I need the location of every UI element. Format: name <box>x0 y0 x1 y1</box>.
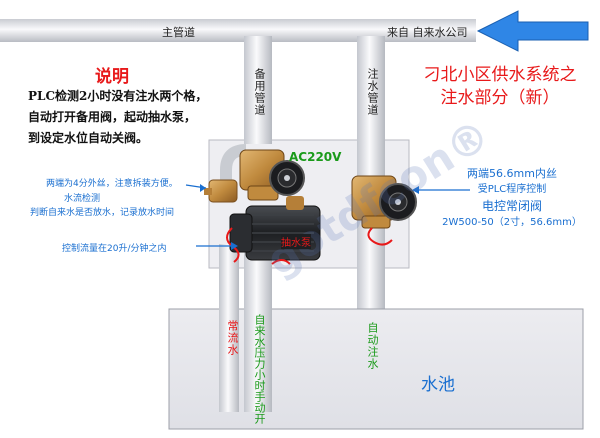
notes-body: PLC检测2小时没有注水两个格， 自动打开备用阀，起动抽水泵， 到设定水位自动关… <box>28 86 207 149</box>
injection-solenoid-valve <box>351 175 417 229</box>
main-pipe-label: 主管道 <box>162 26 195 39</box>
valve-spec-fitting: 两端56.6mm内丝 <box>467 167 557 180</box>
valve-spec-model: 2W500-50（2寸，56.6mm） <box>442 217 582 228</box>
injection-pipe-label: 注水管道 <box>366 68 379 116</box>
manual-valve-pipe <box>244 240 272 412</box>
valve-spec-plc: 受PLC程序控制 <box>477 184 547 195</box>
fitting-arrowhead <box>200 184 206 192</box>
bypass-elbow <box>220 144 247 200</box>
flow-meter-inlet <box>204 188 212 195</box>
normal-flow-label: 常流水 <box>226 320 239 356</box>
normal-flow-pipe <box>219 244 239 412</box>
notes-line-2: 自动打开备用阀，起动抽水泵， <box>28 110 197 124</box>
flow-rate-note: 控制流量在20升/分钟之内 <box>62 244 167 254</box>
water-source-arrow <box>476 10 589 52</box>
auto-injection-label: 自动注水 <box>366 322 379 370</box>
flow-check-label: 水流检测 <box>64 194 101 204</box>
wire-right <box>367 227 393 246</box>
ac-voltage-label: AC220V <box>289 150 342 164</box>
backup-solenoid-valve <box>239 149 305 201</box>
tank-label: 水池 <box>421 375 455 395</box>
wire-pump <box>271 259 291 265</box>
fitting-note: 两端为4分外丝，注意拆装方便。 <box>46 179 178 189</box>
valve-spec: 两端56.6mm内丝 受PLC程序控制 电控常闭阀 2W500-50（2寸，56… <box>424 166 600 231</box>
flowrate-arrowhead <box>231 242 238 250</box>
pump-label: 抽水泵 <box>281 234 311 249</box>
notes-line-1: PLC检测2小时没有注水两个格， <box>28 89 208 103</box>
diagram-title: 刁北小区供水系统之 注水部分（新） <box>402 64 598 110</box>
manual-valve-label: 自来水压力小时手动开 <box>253 314 266 424</box>
valve-spec-arrowhead <box>412 186 419 194</box>
notes-line-3: 到设定水位自动关阀。 <box>28 131 149 145</box>
title-line-1: 刁北小区供水系统之 <box>423 65 577 85</box>
water-source-label: 来自 自来水公司 <box>387 26 468 39</box>
notes-heading: 说明 <box>95 67 129 87</box>
backup-pipe-label: 备用管道 <box>253 68 266 116</box>
flow-check-desc: 判断自来水是否放水，记录放水时间 <box>30 208 175 218</box>
backup-pipe <box>244 36 272 144</box>
title-line-2: 注水部分（新） <box>440 88 560 108</box>
flow-meter <box>208 179 238 203</box>
valve-spec-type: 电控常闭阀 <box>481 199 542 213</box>
